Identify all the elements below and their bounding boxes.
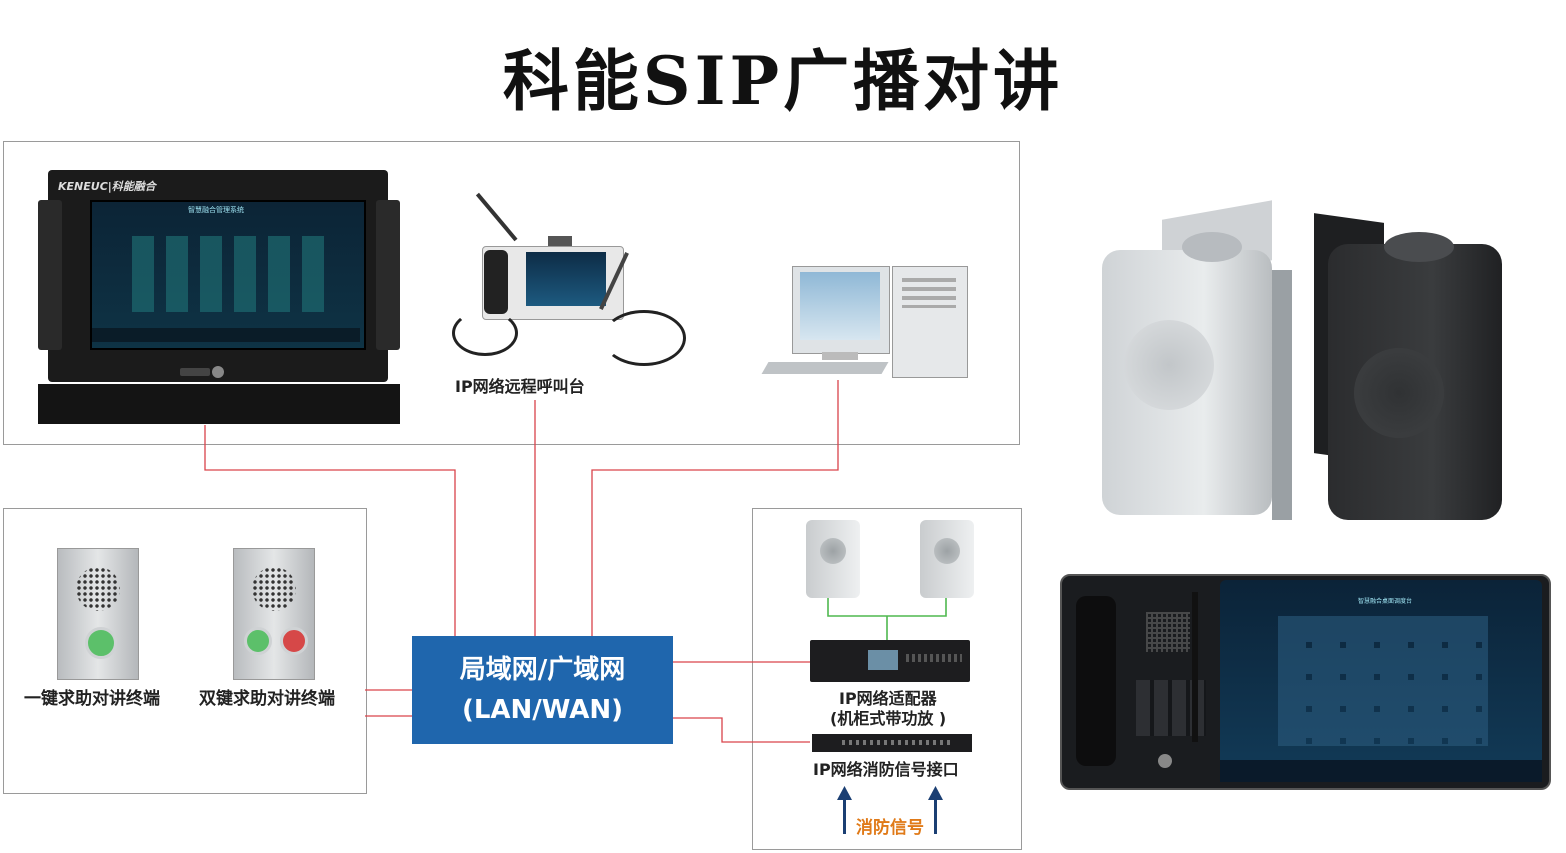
fire-signal-label: 消防信号 [856,818,924,838]
wall-speaker-white [1102,200,1292,520]
small-speaker-left [806,520,860,598]
page-title: 科能SIP广播对讲 [502,42,1064,120]
rack-host: KENEUC|科能融合 智慧融合管理系统 [38,170,400,425]
wire-pc-to-lan [591,380,839,636]
small-speaker-right [920,520,974,598]
remote-console-label: IP网络远程呼叫台 [455,377,585,396]
fire-interface-device [812,734,972,752]
desk-screen-title: 智慧融合桌面调度台 [1358,598,1413,605]
fire-interface-label: IP网络消防信号接口 [813,760,959,779]
wire-rack-to-lan [204,425,456,636]
wire-lan-to-fire [673,717,810,743]
adapter-label-1: IP网络适配器 [839,689,937,708]
lan-wan-box: 局域网/广域网 (LAN/WAN) [412,636,673,744]
fire-arrows [837,786,943,834]
desktop-pc [760,262,970,382]
desk-screen: 智慧融合桌面调度台 [1220,580,1542,782]
remote-console [452,180,687,366]
two-key-terminal [233,548,315,680]
network-adapter-device [810,640,970,682]
brand-logo: KENEUC|科能融合 [58,180,156,193]
lan-wan-label-en: (LAN/WAN) [461,695,624,725]
one-key-terminal [57,548,139,680]
desktop-dispatch-station: 智慧融合桌面调度台 [1060,574,1551,790]
wall-speaker-black [1314,208,1504,520]
one-key-terminal-label: 一键求助对讲终端 [24,689,160,709]
adapter-label-2: (机柜式带功放 ) [830,709,947,728]
lan-wan-label-cn: 局域网/广域网 [459,655,626,685]
two-key-terminal-label: 双键求助对讲终端 [199,689,335,709]
speaker-wires [827,598,947,640]
rack-screen: 智慧融合管理系统 [90,200,366,350]
rack-screen-title: 智慧融合管理系统 [188,206,244,214]
